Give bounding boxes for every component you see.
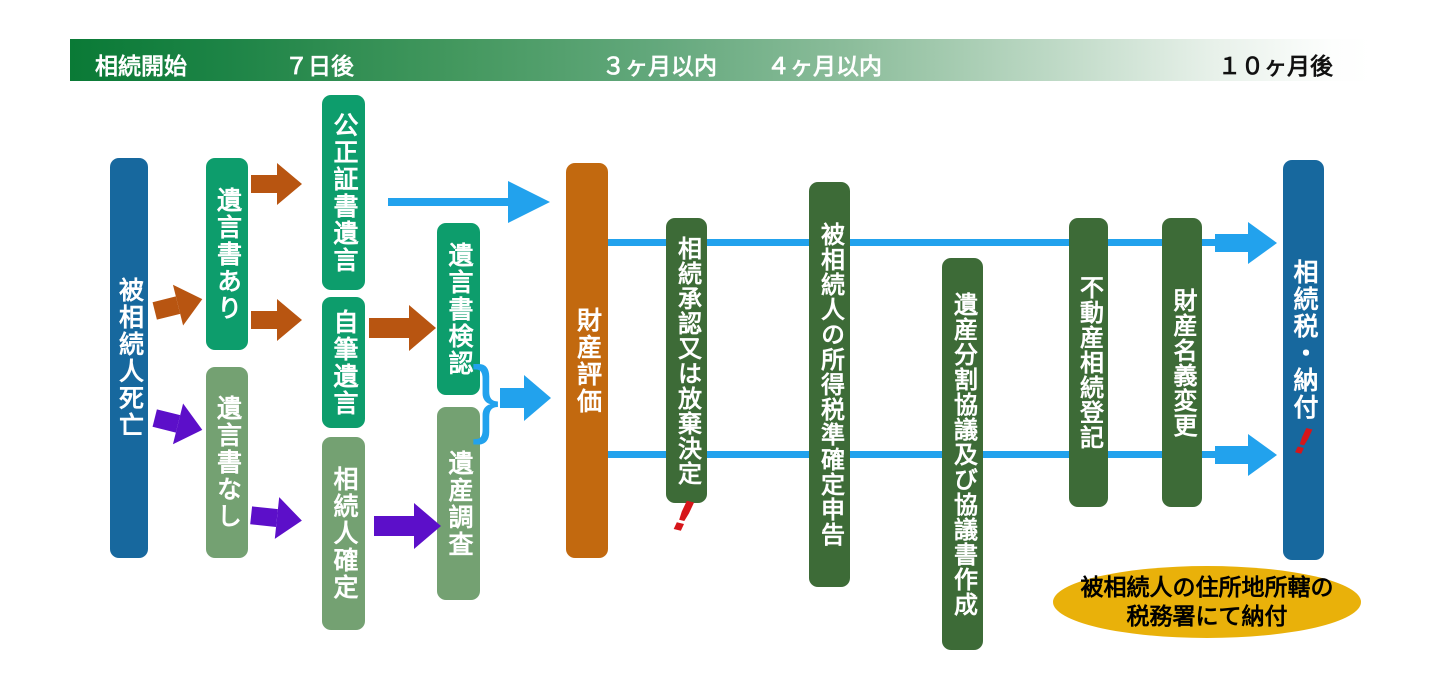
arrow-shaft: [500, 388, 524, 408]
node-income-tax-final-return: 被相続人の所得税準確定申告: [809, 182, 850, 587]
arrow-head: [1248, 222, 1277, 264]
timeline-label-start: 相続開始: [95, 53, 187, 79]
arrow-to-notarized-will-icon: [251, 161, 302, 207]
arrow-shaft: [251, 175, 277, 193]
arrow-to-will-probate-icon: [369, 305, 436, 351]
timeline-label-4months: ４ヶ月以内: [767, 53, 882, 79]
arrow-notarized-to-valuation-icon: [508, 179, 550, 225]
arrow-shaft: [369, 318, 409, 338]
node-tax-payment-label: 相続税・納付: [1290, 259, 1318, 421]
arrow-head: [172, 278, 208, 326]
timeline-label-10months: １０ヶ月後: [1218, 53, 1333, 79]
node-tax-payment: 相続税・納付 !: [1283, 160, 1324, 560]
node-property-valuation-label: 財産評価: [573, 306, 602, 415]
payment-location-annotation: 被相続人の住所地所轄の 税務署にて納付: [1053, 566, 1361, 638]
node-property-name-change-label: 財産名義変更: [1169, 287, 1196, 438]
node-income-tax-final-return-label: 被相続人の所得税準確定申告: [816, 222, 844, 547]
node-division-agreement-label: 遺産分割協議及び協議書作成: [949, 291, 977, 617]
arrow-head: [172, 403, 208, 451]
arrow-group-to-valuation-icon: [500, 375, 551, 421]
node-acceptance-or-renunciation-label: 相続承認又は放棄決定: [673, 235, 701, 486]
node-holographic-will-label: 自筆遺言: [330, 308, 358, 417]
flow-line-lower: [608, 451, 1220, 458]
timeline-label-7days: ７日後: [285, 53, 354, 79]
node-will-exists: 遺言書あり: [206, 158, 248, 350]
arrow-head: [277, 163, 302, 205]
node-real-estate-registration-label: 不動産相続登記: [1075, 275, 1103, 450]
flow-line-upper: [608, 239, 1220, 246]
node-real-estate-registration: 不動産相続登記: [1069, 218, 1108, 507]
arrow-head: [508, 181, 550, 223]
node-heir-determination: 相続人確定: [322, 437, 365, 630]
arrow-shaft: [1215, 446, 1248, 464]
node-estate-investigation: 遺産調査: [437, 407, 480, 600]
node-will-none: 遺言書なし: [206, 367, 248, 558]
arrow-head: [524, 375, 551, 421]
node-estate-investigation-label: 遺産調査: [445, 449, 473, 558]
arrow-head: [1248, 434, 1277, 476]
arrow-to-holographic-will-icon: [251, 297, 302, 343]
node-property-name-change: 財産名義変更: [1162, 218, 1202, 507]
arrow-upper-to-tax-payment-icon: [1215, 220, 1277, 266]
node-holographic-will: 自筆遺言: [322, 297, 365, 428]
timeline-label-3months: ３ヶ月以内: [602, 53, 717, 79]
node-notarized-will-label: 公正証書遺言: [330, 111, 358, 274]
arrow-head: [274, 497, 305, 542]
exclamation-icon: !: [1290, 420, 1317, 465]
arrow-shaft: [1215, 234, 1248, 252]
node-heir-determination-label: 相続人確定: [330, 466, 358, 601]
arrow-shaft: [251, 311, 277, 329]
arrow-shaft: [250, 506, 278, 528]
node-property-valuation: 財産評価: [566, 163, 608, 558]
flow-line-notarized-to-valuation: [388, 198, 512, 206]
node-deceased-death: 被相続人死亡: [110, 158, 148, 558]
node-acceptance-or-renunciation: 相続承認又は放棄決定: [666, 218, 707, 503]
node-will-exists-label: 遺言書あり: [213, 186, 242, 322]
arrow-to-heir-determination-icon: [249, 492, 305, 543]
annotation-line2: 税務署にて納付: [1126, 603, 1288, 629]
node-will-probate-label: 遺言書検認: [445, 241, 473, 377]
arrow-head: [277, 299, 302, 341]
arrow-head: [414, 503, 441, 549]
arrow-shaft: [374, 516, 414, 536]
node-notarized-will: 公正証書遺言: [322, 95, 365, 290]
node-will-none-label: 遺言書なし: [213, 395, 242, 530]
arrow-death-to-will-exists-icon: [149, 277, 208, 333]
node-deceased-death-label: 被相続人死亡: [115, 277, 144, 439]
arrow-head: [409, 305, 436, 351]
node-division-agreement: 遺産分割協議及び協議書作成: [942, 258, 983, 650]
arrow-to-estate-investigation-icon: [374, 503, 441, 549]
arrow-lower-to-tax-payment-icon: [1215, 432, 1277, 478]
annotation-line1: 被相続人の住所地所轄の: [1080, 574, 1334, 601]
node-will-probate: 遺言書検認: [437, 223, 480, 395]
arrow-death-to-will-none-icon: [149, 396, 208, 452]
timeline-header-bar: 相続開始 ７日後 ３ヶ月以内 ４ヶ月以内 １０ヶ月後: [70, 39, 1372, 81]
curly-brace-icon: }: [472, 349, 500, 446]
